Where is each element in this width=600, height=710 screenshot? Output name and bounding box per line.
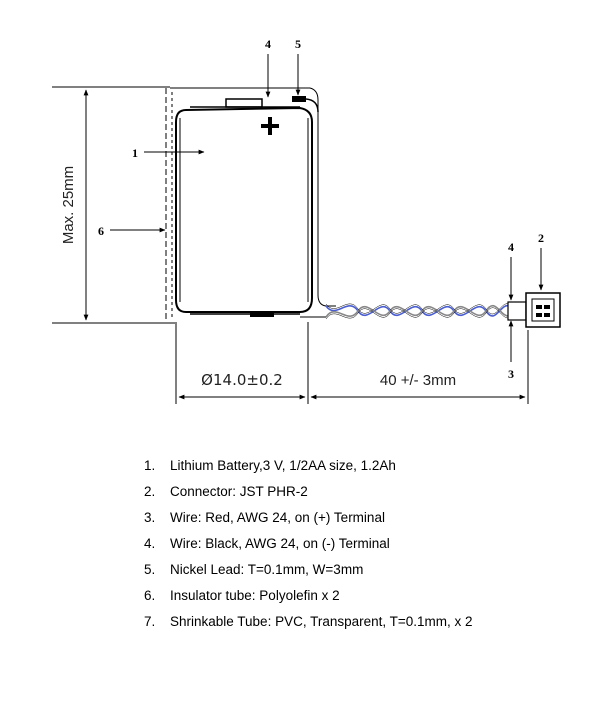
- callout-6: 6: [98, 224, 104, 238]
- legend-text: Insulator tube: Polyolefin x 2: [170, 588, 340, 603]
- callouts: 4 5 1 6 2 4 3: [98, 37, 544, 381]
- legend-number: 1.: [144, 458, 156, 473]
- legend-item: 1. Lithium Battery,3 V, 1/2AA size, 1.2Ah: [144, 458, 584, 484]
- legend-number: 4.: [144, 536, 156, 551]
- legend-text: Wire: Red, AWG 24, on (+) Terminal: [170, 510, 385, 525]
- legend-text: Lithium Battery,3 V, 1/2AA size, 1.2Ah: [170, 458, 396, 473]
- insulator-tube: [165, 87, 319, 322]
- callout-3: 3: [508, 367, 514, 381]
- legend-item: 5. Nickel Lead: T=0.1mm, W=3mm: [144, 562, 584, 588]
- callout-1: 1: [132, 146, 138, 160]
- legend-number: 5.: [144, 562, 156, 577]
- legend-item: 2. Connector: JST PHR-2: [144, 484, 584, 510]
- legend-text: Nickel Lead: T=0.1mm, W=3mm: [170, 562, 364, 577]
- parts-legend: 1. Lithium Battery,3 V, 1/2AA size, 1.2Ah…: [144, 458, 584, 640]
- legend-text: Connector: JST PHR-2: [170, 484, 308, 499]
- plus-sign-icon: [261, 117, 279, 135]
- legend-number: 7.: [144, 614, 156, 629]
- twisted-wires: [300, 294, 511, 320]
- legend-number: 6.: [144, 588, 156, 603]
- legend-text: Wire: Black, AWG 24, on (-) Terminal: [170, 536, 390, 551]
- legend-item: 3. Wire: Red, AWG 24, on (+) Terminal: [144, 510, 584, 536]
- black-wire: [325, 304, 511, 318]
- height-label: Max. 25mm: [60, 166, 77, 244]
- jst-connector: [507, 292, 561, 328]
- legend-number: 2.: [144, 484, 156, 499]
- callout-5: 5: [295, 37, 301, 51]
- diameter-label: Ø14.0±0.2: [201, 371, 283, 389]
- callout-4-top: 4: [265, 37, 271, 51]
- legend-text: Shrinkable Tube: PVC, Transparent, T=0.1…: [170, 614, 473, 629]
- callout-4-right: 4: [508, 240, 514, 254]
- legend-item: 6. Insulator tube: Polyolefin x 2: [144, 588, 584, 614]
- legend-item: 7. Shrinkable Tube: PVC, Transparent, T=0…: [144, 614, 584, 640]
- callout-2: 2: [538, 231, 544, 245]
- battery-cell: [175, 98, 313, 317]
- bottom-dimensions: Ø14.0±0.2 40 +/- 3mm: [175, 322, 529, 404]
- battery-drawing: Max. 25mm: [52, 37, 561, 404]
- nickel-lead: [292, 96, 319, 113]
- height-dimension: Max. 25mm: [52, 86, 175, 324]
- legend-item: 4. Wire: Black, AWG 24, on (-) Terminal: [144, 536, 584, 562]
- wire-length-label: 40 +/- 3mm: [380, 372, 456, 389]
- legend-number: 3.: [144, 510, 156, 525]
